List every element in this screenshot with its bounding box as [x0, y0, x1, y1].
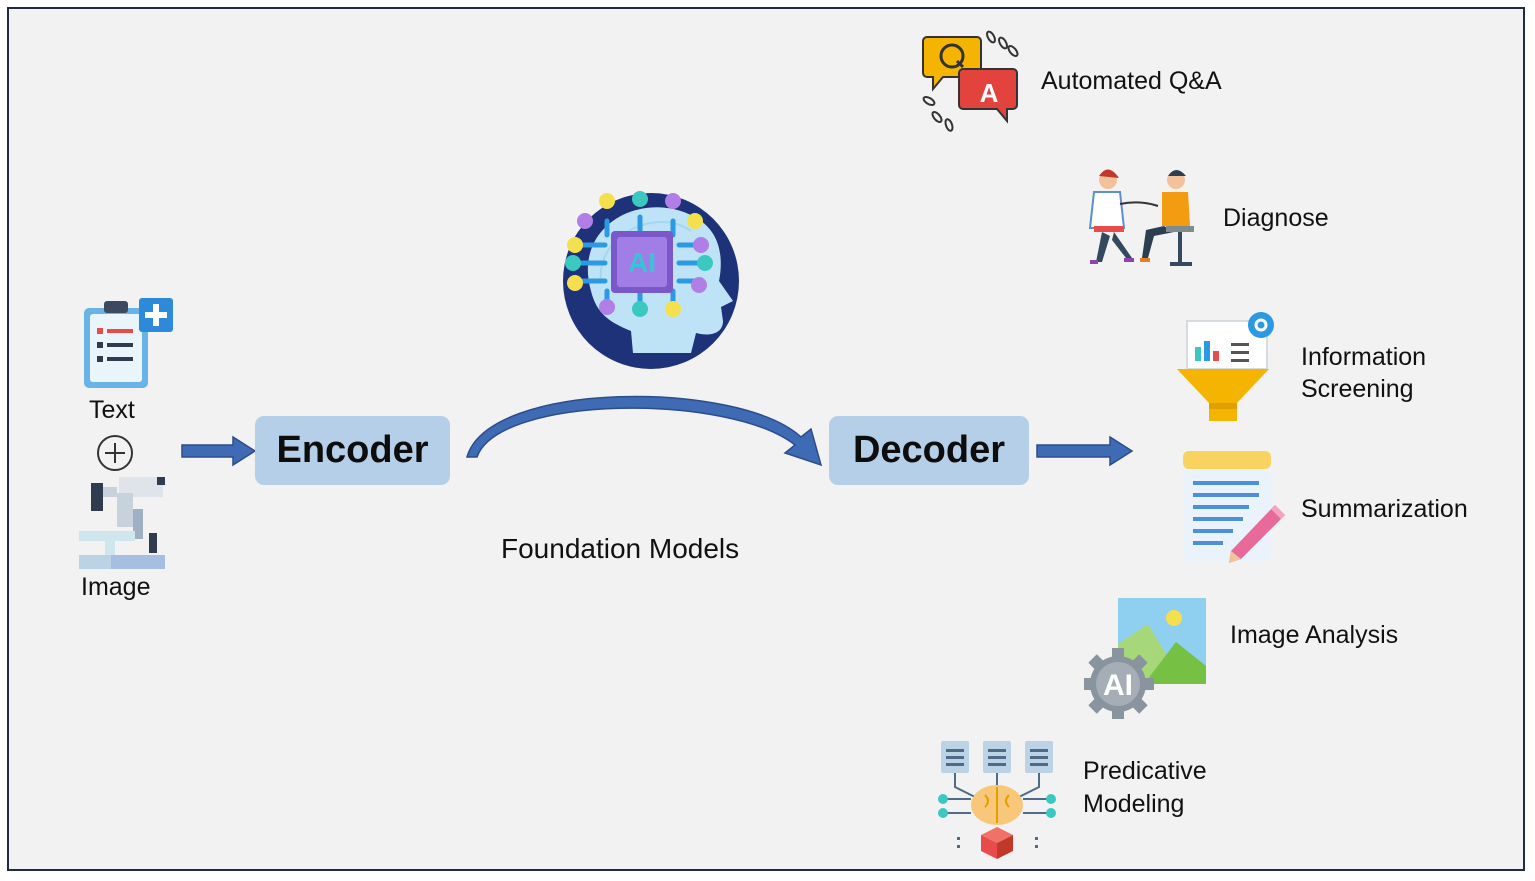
- output-automated-qa: Automated Q&A: [1041, 67, 1222, 95]
- funnel-chart-icon: [1177, 312, 1274, 421]
- decoder-box: Decoder: [829, 416, 1029, 485]
- document-pencil-icon: [1183, 451, 1285, 563]
- output-summarization: Summarization: [1301, 495, 1468, 523]
- microscope-icon: [79, 477, 165, 569]
- output-diagnose: Diagnose: [1223, 204, 1329, 232]
- output-screening: Screening: [1301, 375, 1414, 403]
- output-arrow: [1036, 435, 1134, 467]
- encoder-box: Encoder: [255, 416, 450, 485]
- text-input-label: Text: [89, 396, 135, 424]
- output-modeling: Modeling: [1083, 790, 1185, 818]
- ai-badge-text: AI: [628, 247, 656, 278]
- output-information: Information: [1301, 343, 1427, 371]
- output-image-analysis: Image Analysis: [1230, 621, 1399, 649]
- ai-brain-head-icon: AI: [563, 191, 739, 369]
- image-input-label: Image: [81, 573, 151, 601]
- qa-badge-a: A: [980, 78, 999, 108]
- brain-network-icon: [938, 741, 1056, 859]
- image-analysis-ai-badge: AI: [1103, 669, 1133, 702]
- qa-chat-icon: A: [922, 30, 1019, 132]
- input-arrow: [181, 435, 257, 467]
- output-predicative: Predicative: [1083, 757, 1207, 785]
- plus-circle-icon: [97, 435, 133, 471]
- doctor-patient-icon: [1088, 169, 1194, 266]
- diagram-frame: Text Image Encoder Decoder: [7, 7, 1525, 871]
- clipboard-plus-icon: [84, 298, 173, 388]
- foundation-models-caption: Foundation Models: [501, 533, 740, 564]
- encoder-to-decoder-arrow: [466, 395, 823, 467]
- ai-image-icon: AI: [1084, 598, 1206, 719]
